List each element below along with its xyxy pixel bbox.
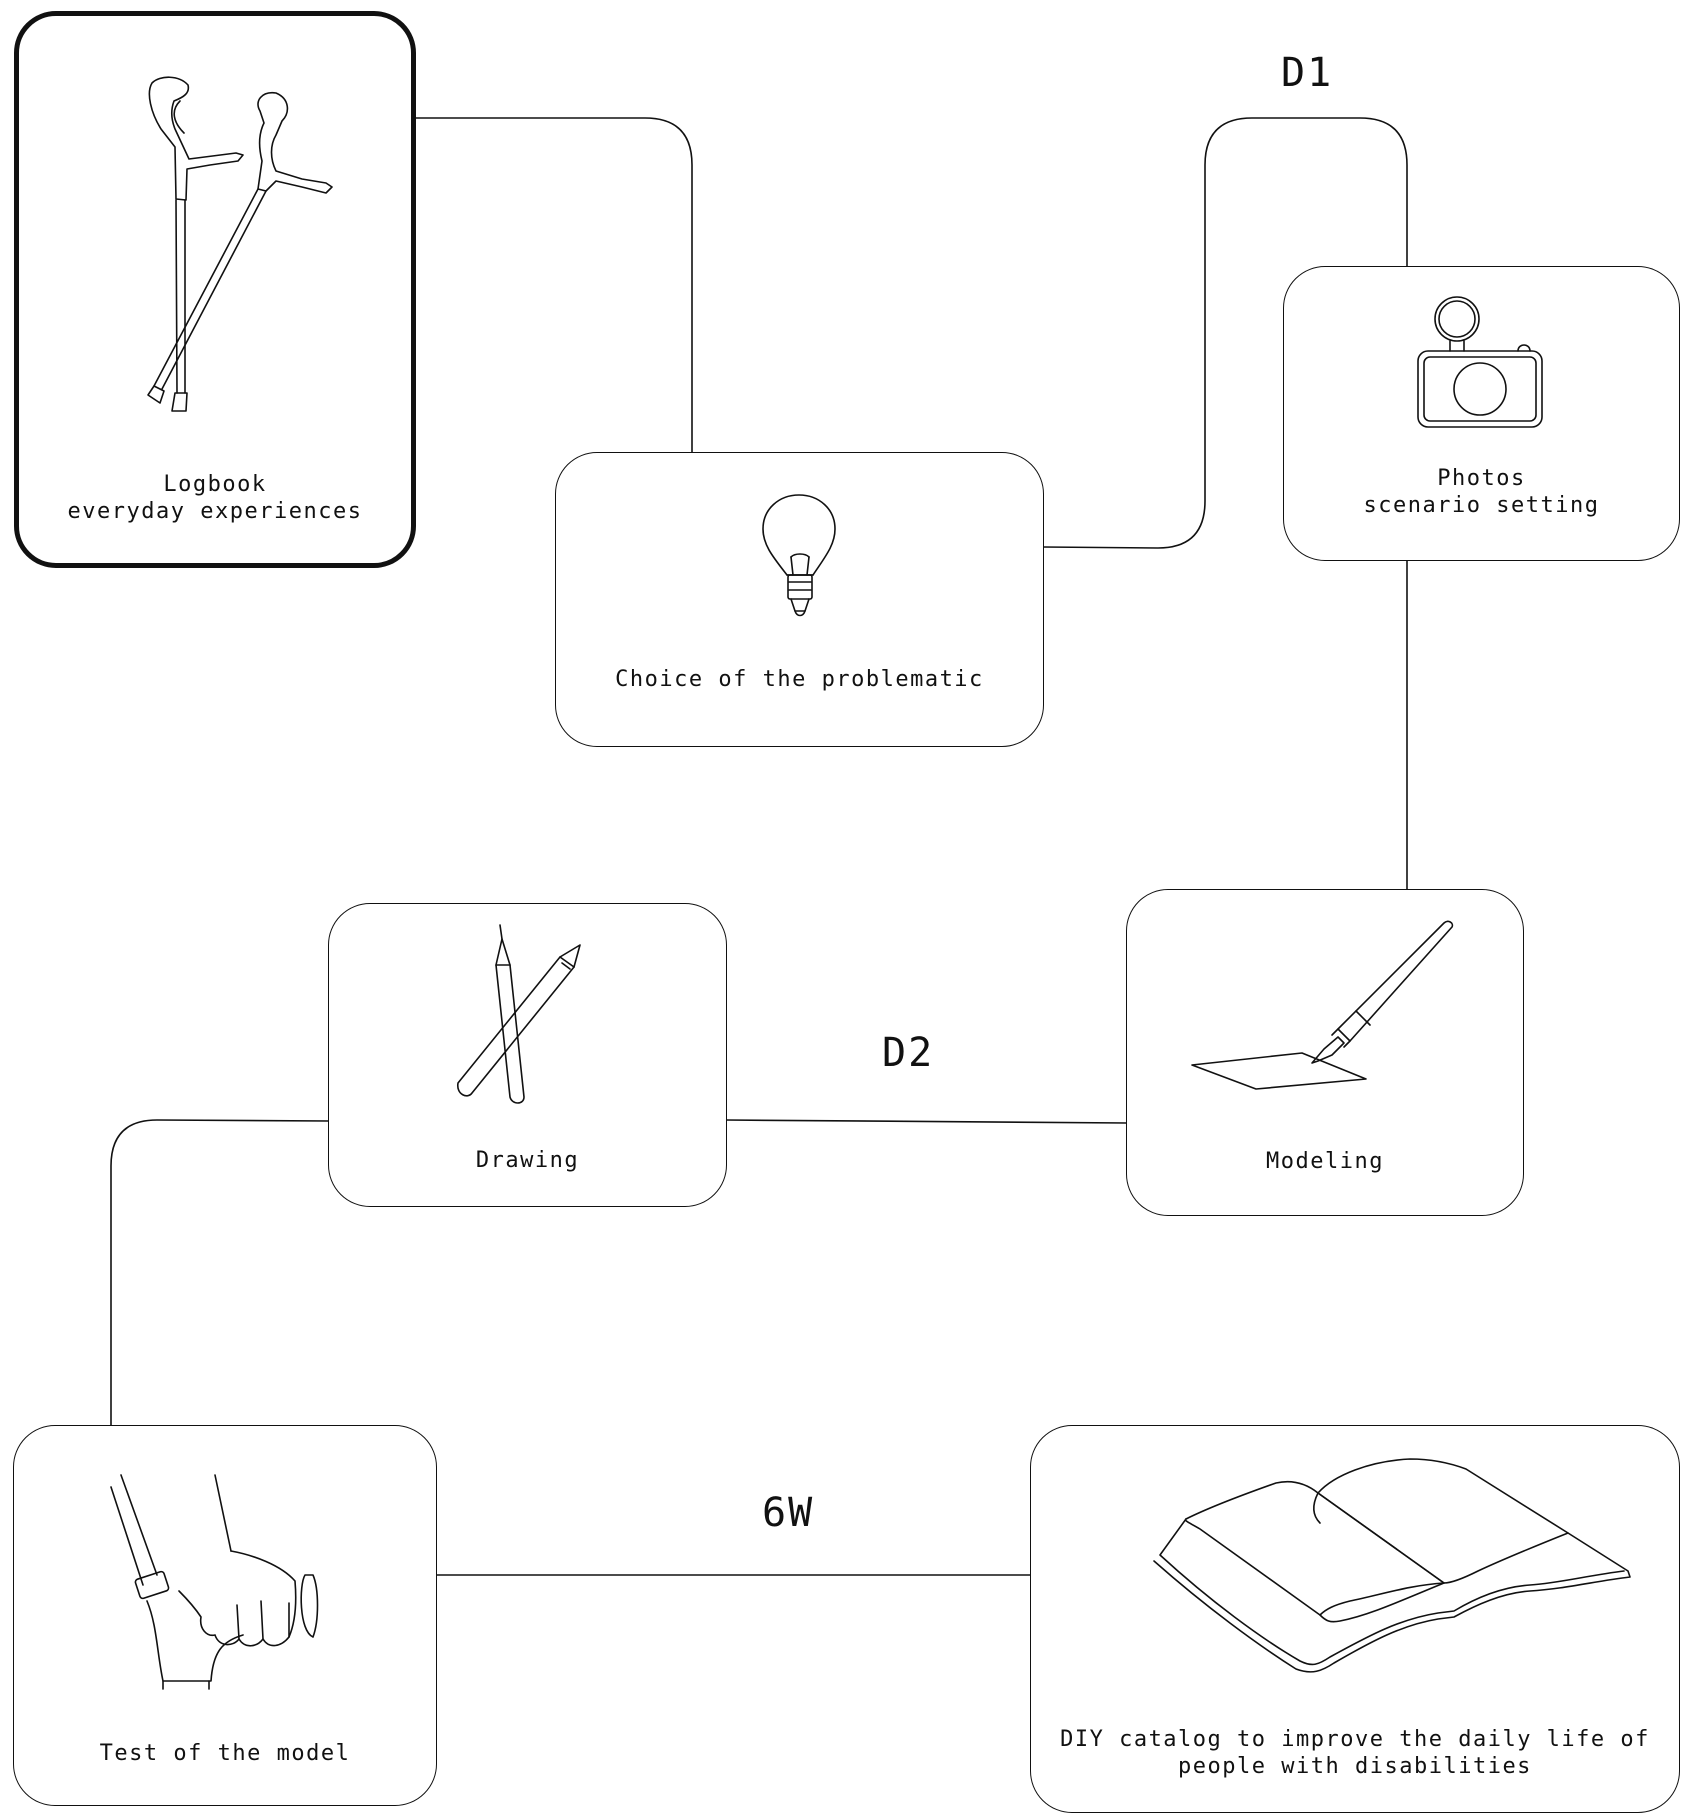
- step-label: Choice of the problematic: [615, 667, 984, 692]
- phase-label-6w: 6W: [762, 1490, 815, 1536]
- step-photos: Photos scenario setting: [1283, 266, 1680, 561]
- scalpel-paper-icon: [1191, 920, 1454, 1090]
- hand-cane-icon: [110, 1474, 319, 1690]
- link-choice-to-photos: [1042, 117, 1408, 549]
- step-diy-catalog: DIY catalog to improve the daily life of…: [1030, 1425, 1680, 1813]
- step-label: Photos scenario setting: [1363, 466, 1600, 518]
- step-label: Modeling: [1266, 1149, 1384, 1174]
- link-logbook-to-choice: [416, 117, 693, 452]
- phase-label-d2: D2: [882, 1030, 935, 1076]
- crutches-icon: [147, 76, 333, 412]
- step-label: Drawing: [475, 1148, 580, 1173]
- link-modeling-to-drawing: [725, 1119, 1128, 1124]
- step-label: Logbook everyday experiences: [67, 472, 363, 524]
- step-label: Test of the model: [99, 1741, 351, 1766]
- step-label: DIY catalog to improve the daily life of…: [1060, 1727, 1650, 1779]
- step-test-of-model: Test of the model: [13, 1425, 437, 1806]
- step-drawing: Drawing: [328, 903, 727, 1207]
- phase-label-d1: D1: [1281, 50, 1334, 96]
- camera-icon: [1417, 296, 1543, 428]
- pencils-icon: [457, 924, 581, 1104]
- step-logbook: Logbook everyday experiences: [14, 11, 416, 568]
- step-modeling: Modeling: [1126, 889, 1524, 1216]
- open-book-icon: [1153, 1458, 1631, 1673]
- step-choice-of-problematic: Choice of the problematic: [555, 452, 1044, 747]
- lightbulb-icon: [762, 494, 836, 617]
- link-drawing-to-test: [110, 1119, 330, 1425]
